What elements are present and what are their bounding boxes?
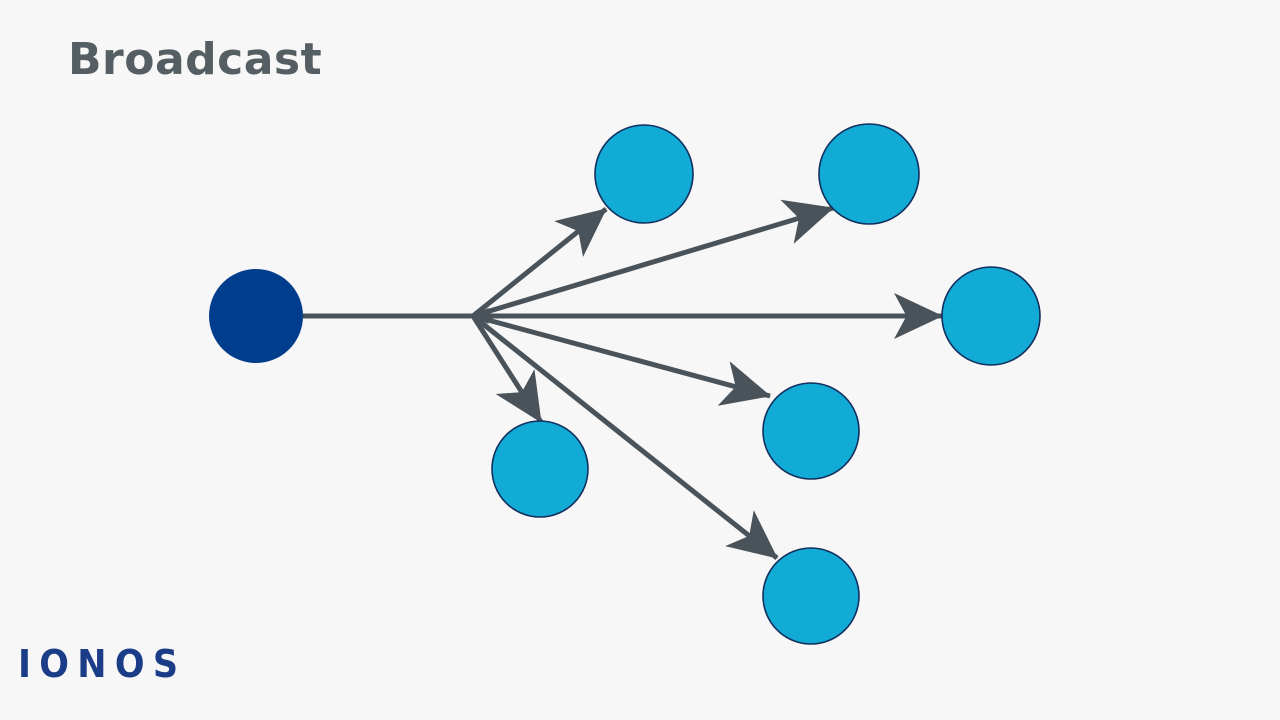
nodes-layer [209, 123, 1041, 645]
page-title: Broadcast [68, 34, 323, 85]
edge-junction-to-bottom-left [470, 314, 544, 424]
target-node-top-left[interactable] [594, 124, 694, 224]
target-node-middle[interactable] [762, 382, 860, 480]
target-node-bottom-left[interactable] [491, 420, 589, 518]
edge-junction-to-top-right [472, 199, 834, 319]
target-node-right[interactable] [941, 266, 1041, 366]
source-node[interactable] [209, 269, 303, 363]
target-node-bottom[interactable] [762, 547, 860, 645]
ionos-logo: IONOS [18, 642, 187, 686]
edge-junction-to-bottom [471, 314, 779, 560]
edge-junction-to-middle [472, 313, 771, 406]
junction-arrowhead-icon [473, 307, 489, 325]
edges-layer [255, 199, 944, 560]
edge-junction-to-top-left [471, 207, 608, 318]
target-node-top-right[interactable] [818, 123, 920, 225]
